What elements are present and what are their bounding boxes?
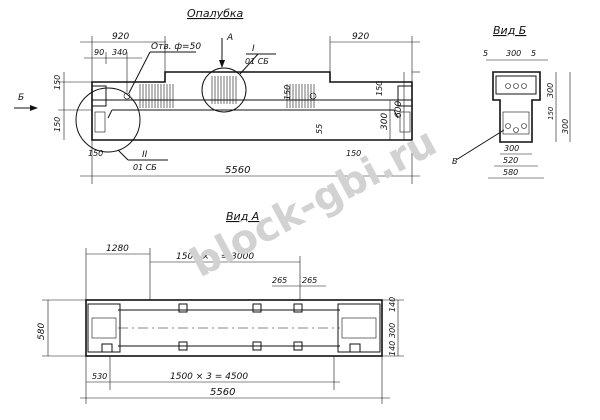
dim-265-right: 265 xyxy=(302,276,317,285)
dim-150-right-bot: 150 xyxy=(346,149,361,158)
node-I-number: I xyxy=(252,44,255,54)
plan-insert-6 xyxy=(293,341,303,351)
dim-1280: 1280 xyxy=(106,244,129,254)
dim-b-5-right: 5 xyxy=(531,49,536,58)
plan-end-left xyxy=(87,303,121,353)
hatch-left xyxy=(139,84,174,108)
formwork-title: Опалубка xyxy=(187,7,244,20)
item-b-leader xyxy=(455,129,505,161)
node-II-circle xyxy=(75,87,141,153)
dim-b-5-left: 5 xyxy=(483,49,488,58)
dim-b-300-top: 300 xyxy=(506,49,521,58)
node-II-sheet: 01 СБ xyxy=(133,163,157,172)
end-hole-1 xyxy=(505,83,511,89)
dim-total-5560: 5560 xyxy=(225,165,250,176)
watermark: block-gbi.ru xyxy=(183,119,444,287)
dim-55: 55 xyxy=(315,124,324,134)
node-II-leader xyxy=(117,149,129,161)
hatch-right xyxy=(286,84,315,108)
plan-insert-2 xyxy=(252,303,262,313)
view-b-arrowhead xyxy=(30,105,38,111)
dim-a-580: 580 xyxy=(37,323,47,340)
dim-b-520: 520 xyxy=(503,156,518,165)
dim-a-140-top: 140 xyxy=(388,297,397,312)
view-a-title: Вид А xyxy=(226,210,259,223)
dim-300: 300 xyxy=(380,113,390,130)
dim-left-920: 920 xyxy=(112,32,129,42)
plan-end-right-inner xyxy=(341,317,377,339)
dim-a-total-5560: 5560 xyxy=(210,387,235,398)
dim-150-inner: 150 xyxy=(283,85,292,100)
end-recess-right xyxy=(399,111,411,133)
plan-insert-8 xyxy=(349,343,361,353)
plan-end-right xyxy=(337,303,381,353)
plan-insert-7 xyxy=(101,343,113,353)
end-recess xyxy=(502,111,530,135)
end-top-cap xyxy=(495,75,537,95)
dim-265-left: 265 xyxy=(272,276,287,285)
dim-b-300-bot: 300 xyxy=(561,119,570,134)
plan-insert-1 xyxy=(178,303,188,313)
end-chamfer-right xyxy=(393,109,399,119)
hatch-mid xyxy=(211,76,237,104)
dim-span-top: 1500 × 2 = 3000 xyxy=(176,252,254,262)
view-a-marker: А xyxy=(226,33,233,43)
end-hole-6 xyxy=(521,123,527,129)
dim-right-920: 920 xyxy=(352,32,369,42)
end-hole-3 xyxy=(521,83,527,89)
hole-right xyxy=(309,92,317,100)
dim-b-580: 580 xyxy=(503,168,518,177)
plan-outline xyxy=(85,299,383,357)
end-hole-4 xyxy=(505,123,511,129)
view-b-title: Вид Б xyxy=(493,24,526,37)
beam-outline xyxy=(91,71,413,141)
view-a: Вид А 1280 1500 × 2 = 3000 265 265 580 xyxy=(37,210,404,404)
node-I-leader xyxy=(239,53,259,75)
dim-150-bot: 150 xyxy=(88,149,103,158)
dim-a-300: 300 xyxy=(388,323,397,338)
hole-leader xyxy=(128,51,151,94)
plan-end-left-inner xyxy=(91,317,117,339)
hole-note: Отв. ф=50 xyxy=(151,42,201,52)
view-b-marker: Б xyxy=(18,93,24,103)
node-I-circle xyxy=(201,67,247,113)
node-I-sheet: 01 СБ xyxy=(245,57,269,66)
view-a-arrowhead xyxy=(219,60,225,68)
dim-530: 530 xyxy=(92,372,107,381)
dim-b-300: 300 xyxy=(504,144,519,153)
end-hole-2 xyxy=(513,83,519,89)
dim-b-150: 150 xyxy=(547,106,555,120)
dim-b-300-top-v: 300 xyxy=(546,83,555,98)
dim-340: 340 xyxy=(112,48,127,57)
plan-insert-5 xyxy=(252,341,262,351)
plan-insert-3 xyxy=(293,303,303,313)
end-hole-5 xyxy=(513,127,519,133)
dim-a-140-bot: 140 xyxy=(388,341,397,356)
end-section-outline xyxy=(492,71,541,143)
end-recess-left xyxy=(94,111,106,133)
dim-150-right: 150 xyxy=(375,81,384,96)
item-b-label: Б xyxy=(452,157,458,166)
formwork-view: Опалубка xyxy=(14,7,420,184)
end-block-right xyxy=(397,85,413,107)
plan-insert-4 xyxy=(178,341,188,351)
dim-600: 600 xyxy=(394,101,404,118)
dim-150-top: 150 xyxy=(53,75,62,90)
dim-90: 90 xyxy=(94,48,104,57)
end-chamfer-left xyxy=(107,109,113,119)
view-b: Вид Б 5 300 5 300 150 300 300 520 580 Б xyxy=(452,24,571,179)
dim-span-bottom: 1500 × 3 = 4500 xyxy=(170,372,248,382)
end-block-left xyxy=(91,85,107,107)
node-II-number: II xyxy=(142,150,148,160)
hole-left xyxy=(123,92,131,100)
dim-150-mid: 150 xyxy=(53,117,62,132)
